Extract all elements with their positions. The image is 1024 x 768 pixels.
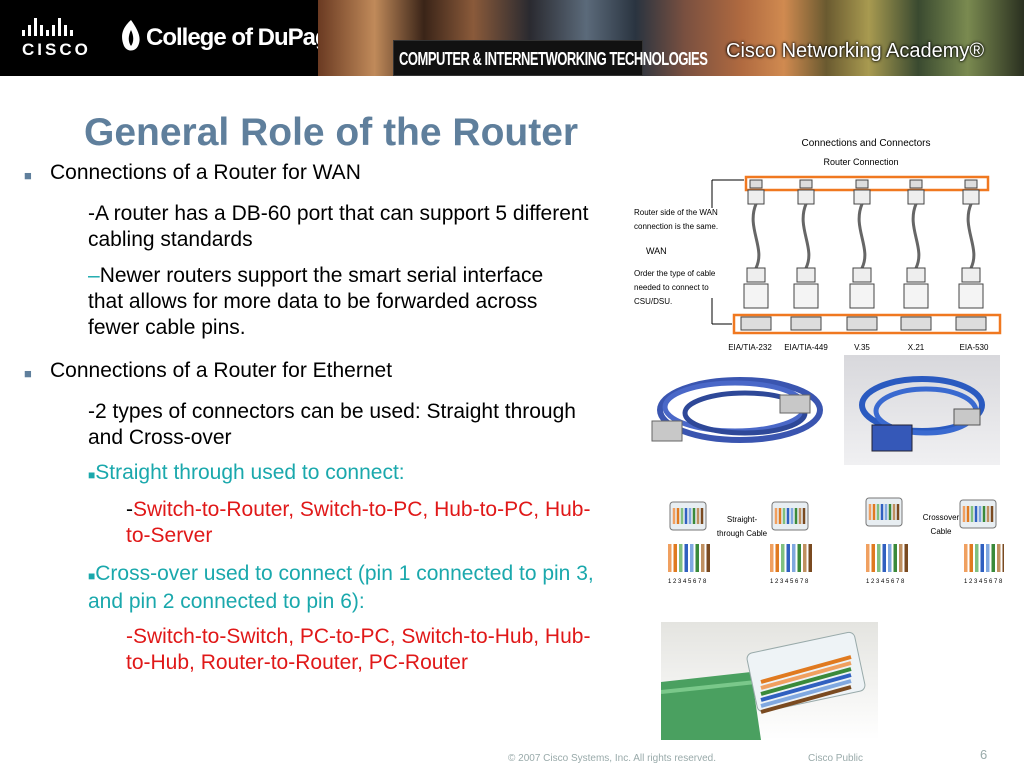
dash-mark: – [88, 264, 100, 287]
diagram-svg: Connections and Connectors Router Connec… [634, 138, 1002, 352]
rj45-plug [959, 499, 997, 529]
bullet-square-icon: ■ [24, 366, 32, 381]
pin-color-row [964, 544, 1006, 572]
college-logo [108, 0, 318, 76]
wan-cable [900, 179, 932, 331]
pin-color-row [866, 544, 908, 572]
connectors-diagram: Connections and Connectors Router Connec… [626, 128, 1020, 356]
pin-color-row [770, 544, 812, 572]
ethernet-point-1: -2 types of connectors can be used: Stra… [88, 400, 576, 449]
pin-numbers: 1 2 3 4 5 6 7 8 [866, 579, 905, 585]
straight-list: -Switch-to-Router, Switch-to-PC, Hub-to-… [126, 497, 606, 549]
db60-cable-photo-2 [844, 355, 1000, 465]
slide-title: General Role of the Router [84, 111, 579, 154]
standard-label: V.35 [854, 343, 870, 352]
straight-heading-text: Straight through used to connect: [95, 461, 405, 484]
crossover-label-2: Cable [931, 527, 952, 536]
db60-cable-photo-1 [640, 355, 840, 465]
wiring-svg: Straight- through Cable Crossover Cable … [668, 497, 1006, 585]
college-flame-icon [122, 20, 140, 51]
program-plate [393, 40, 643, 76]
rj45-wiring-diagram: Straight- through Cable Crossover Cable … [660, 494, 1006, 588]
rj45-plug [669, 501, 707, 531]
program-name: COMPUTER & INTERNETWORKING TECHNOLOGIES [399, 48, 708, 69]
cisco-logo [0, 0, 104, 76]
standard-labels: EIA/TIA-232 EIA/TIA-449 V.35 X.21 EIA-530 [728, 343, 989, 352]
straight-label-1: Straight- [727, 515, 758, 524]
note-order-line-2: needed to connect to [634, 283, 709, 292]
bullet-square-icon: ■ [88, 468, 96, 482]
cable-coil-icon [859, 376, 985, 452]
wan-cable [740, 179, 772, 331]
diagram-title: Connections and Connectors [802, 138, 931, 149]
standard-label: EIA-530 [960, 343, 989, 352]
pin-numbers: 1 2 3 4 5 6 7 8 [668, 579, 707, 585]
straight-heading: ■Straight through used to connect: [88, 460, 608, 488]
csu-side-box [732, 313, 1002, 335]
note-order-line-3: CSU/DSU. [634, 297, 672, 306]
pin-color-row [668, 544, 710, 572]
rj45-plug-photo [660, 622, 878, 740]
pin-numbers: 1 2 3 4 5 6 7 8 [964, 579, 1003, 585]
ethernet-heading: Connections of a Router for Ethernet [50, 359, 393, 382]
plug-group [669, 497, 997, 531]
crossover-heading: ■Cross-over used to connect (pin 1 conne… [88, 561, 618, 615]
footer-copyright: © 2007 Cisco Systems, Inc. All rights re… [508, 753, 717, 764]
wan-point-2-text: Newer routers support the smart serial i… [88, 264, 544, 339]
straight-list-text: Switch-to-Router, Switch-to-PC, Hub-to-P… [126, 498, 591, 547]
cisco-wordmark: CISCO [22, 40, 91, 59]
wan-cable [955, 179, 987, 331]
note-wan: WAN [646, 246, 667, 256]
wan-cable [790, 179, 822, 331]
pin-rows: 1 2 3 4 5 6 7 8 1 2 3 4 5 6 7 8 1 2 3 4 5 … [668, 544, 1006, 585]
wan-cable [846, 179, 878, 331]
bullet-square-icon: ■ [24, 168, 32, 183]
rj45-plug [771, 501, 809, 531]
wan-point-2: –Newer routers support the smart serial … [88, 263, 558, 341]
diagram-subtitle: Router Connection [823, 157, 898, 167]
wan-point-1: -A router has a DB-60 port that can supp… [88, 202, 589, 251]
note-order-line-1: Order the type of cable [634, 269, 716, 278]
cable-group [740, 179, 987, 331]
standard-label: X.21 [908, 343, 925, 352]
standard-label: EIA/TIA-232 [728, 343, 772, 352]
note-router-line-2: connection is the same. [634, 222, 718, 231]
crossover-list: -Switch-to-Switch, PC-to-PC, Switch-to-H… [126, 625, 591, 674]
note-router-line-1: Router side of the WAN [634, 208, 718, 217]
footer-classification: Cisco Public [808, 753, 864, 764]
cisco-bars-icon [22, 18, 73, 36]
crossover-heading-text: Cross-over used to connect (pin 1 connec… [88, 562, 594, 613]
rj45-plug [865, 497, 903, 527]
pin-numbers: 1 2 3 4 5 6 7 8 [770, 579, 809, 585]
rj45-plug-icon [660, 631, 866, 740]
straight-label-2: through Cable [717, 529, 768, 538]
standard-label: EIA/TIA-449 [784, 343, 828, 352]
academy-name: Cisco Networking Academy® [726, 40, 985, 62]
cable-coil-icon [651, 377, 823, 443]
crossover-label-1: Crossover [923, 513, 960, 522]
page-number: 6 [980, 747, 988, 762]
wan-heading: Connections of a Router for WAN [50, 161, 361, 184]
bullet-square-icon: ■ [88, 569, 96, 583]
straight-dash: - [126, 498, 133, 521]
college-name: College of DuPage [146, 24, 342, 51]
